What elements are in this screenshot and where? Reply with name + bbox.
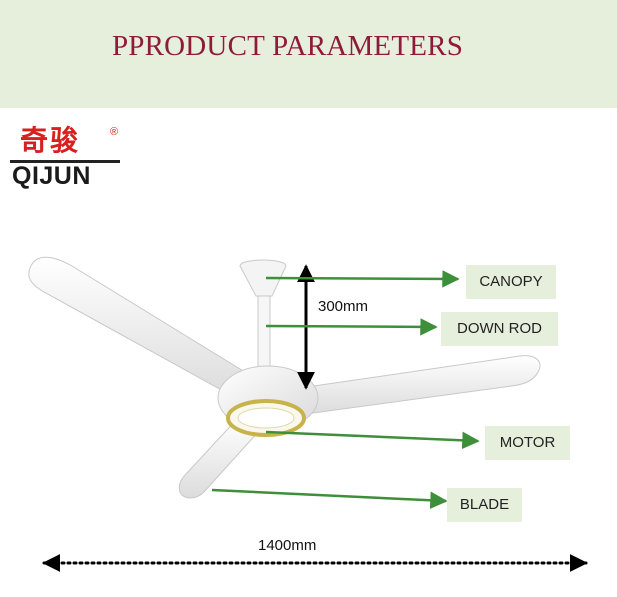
fan-blade-right <box>299 355 541 415</box>
motor-arrow <box>265 430 480 450</box>
registered-mark: ® <box>110 126 119 138</box>
header-band <box>0 0 617 108</box>
canopy-arrow <box>265 270 460 288</box>
callout-down-rod: DOWN ROD <box>441 312 558 346</box>
brand-logo: 奇骏 ® QIJUN <box>10 124 120 190</box>
callout-motor: MOTOR <box>485 426 570 460</box>
height-dimension-label: 300mm <box>318 298 369 315</box>
width-dimension-label: 1400mm <box>258 537 317 554</box>
fan-blade-lower <box>178 417 259 499</box>
down-rod-arrow <box>265 318 438 336</box>
fan-icon <box>28 256 541 499</box>
callout-blade: BLADE <box>447 488 522 522</box>
callout-canopy: CANOPY <box>466 265 556 299</box>
logo-chinese-text: 奇骏 <box>20 124 81 157</box>
logo-english-text: QIJUN <box>12 162 91 190</box>
fan-down-rod <box>257 295 271 373</box>
fan-blade-left <box>28 256 259 399</box>
page-title: PPRODUCT PARAMETERS <box>111 30 464 62</box>
logo-divider <box>10 160 120 163</box>
blade-arrow <box>211 488 448 510</box>
fan-canopy <box>239 259 287 297</box>
